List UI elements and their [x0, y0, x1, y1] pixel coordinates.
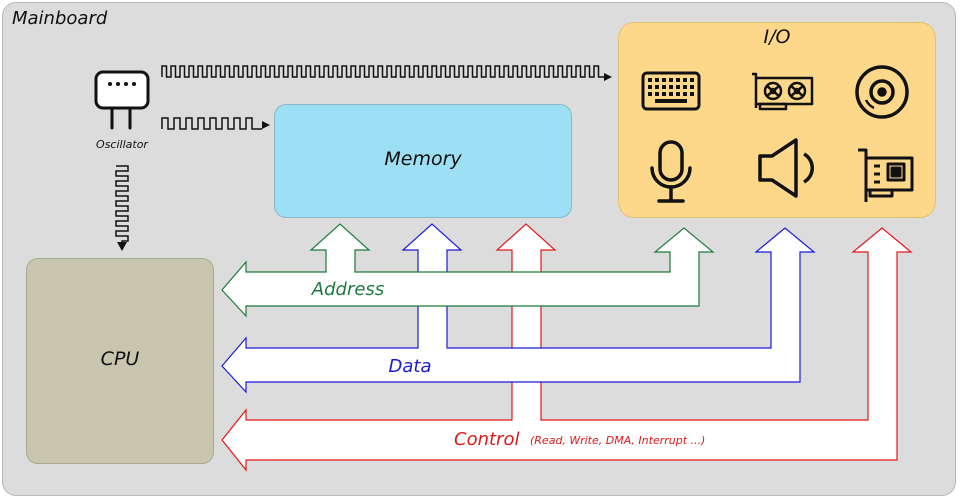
- microphone-icon: [650, 140, 692, 203]
- keyboard-key: [655, 78, 659, 82]
- expansion-card-icon: [858, 148, 914, 202]
- speaker-icon: [758, 138, 814, 198]
- keyboard-key: [662, 85, 666, 89]
- keyboard-key: [683, 92, 687, 96]
- disc-icon: [855, 65, 909, 119]
- keyboard-key: [669, 92, 673, 96]
- keyboard-key: [669, 78, 673, 82]
- keyboard-key: [648, 78, 652, 82]
- data-bus-label: Data: [389, 356, 432, 377]
- clock-arrowhead-memory: [262, 121, 270, 129]
- oscillator-icon: [94, 70, 150, 130]
- io-label: I/O: [763, 26, 791, 48]
- keyboard-key: [648, 85, 652, 89]
- keyboard-key: [683, 78, 687, 82]
- control-bus-arrow: [221, 223, 913, 472]
- address-bus-label: Address: [311, 279, 384, 300]
- keyboard-key: [662, 78, 666, 82]
- control-bus-detail: (Read, Write, DMA, Interrupt ...): [530, 434, 705, 447]
- keyboard-key: [690, 85, 694, 89]
- keyboard-key: [690, 92, 694, 96]
- memory-label: Memory: [384, 148, 462, 170]
- keyboard-key: [669, 85, 673, 89]
- keyboard-key: [676, 92, 680, 96]
- clock-line-io: [161, 65, 604, 78]
- cpu-label: CPU: [100, 348, 140, 370]
- keyboard-key: [690, 78, 694, 82]
- keyboard-spacebar: [655, 99, 687, 103]
- keyboard-key: [655, 92, 659, 96]
- oscillator-label: Oscillator: [96, 138, 149, 151]
- keyboard-key: [676, 85, 680, 89]
- clock-arrowhead-cpu: [117, 242, 127, 251]
- data-bus-arrow: [221, 223, 816, 394]
- keyboard-key: [683, 85, 687, 89]
- keyboard-key: [676, 78, 680, 82]
- cpu-box: [26, 258, 214, 464]
- keyboard-key: [648, 92, 652, 96]
- address-bus-arrow: [221, 223, 715, 318]
- clock-arrowhead-io: [604, 73, 612, 81]
- board-title: Mainboard: [12, 8, 108, 29]
- clock-line-memory: [161, 117, 262, 130]
- memory-box: [274, 104, 572, 218]
- control-bus-label: Control: [454, 429, 519, 450]
- graphics-card-icon: [752, 72, 814, 111]
- clock-line-cpu: [115, 165, 129, 242]
- keyboard-key: [662, 92, 666, 96]
- keyboard-key: [655, 85, 659, 89]
- keyboard-icon: [641, 71, 701, 111]
